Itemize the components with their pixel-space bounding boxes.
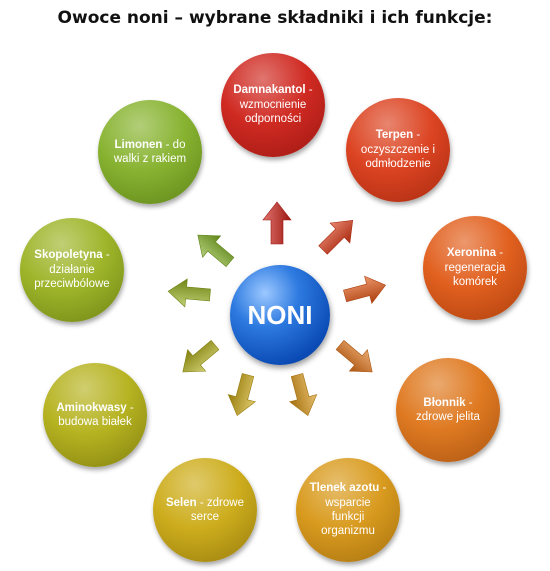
arrow-shape — [318, 219, 354, 255]
node-separator: - — [413, 129, 421, 142]
node-damnakantol: Damnakantol - wzmocnienie odporności — [221, 53, 325, 157]
arrow-to-tlenek-azotu — [289, 373, 318, 417]
arrow-to-damnakantol — [262, 201, 292, 245]
node-name: Terpen — [375, 129, 414, 142]
node-name: Limonen — [114, 138, 163, 151]
arrow-shape — [227, 373, 256, 417]
node-separator: - — [496, 247, 504, 260]
node-name: Tlenek azotu — [309, 482, 380, 495]
node-text: Xeronina - regeneracja komórek — [434, 246, 515, 289]
node-desc: działanie przeciwbólowe — [34, 263, 110, 291]
node-text: Błonnik - zdrowe jelita — [407, 396, 488, 425]
arrow-to-limonen — [197, 234, 235, 268]
node-separator: - — [465, 396, 473, 409]
arrow-shape — [182, 339, 220, 373]
node-separator: - — [162, 138, 173, 151]
node-text: Limonen - do walki z rakiem — [109, 138, 190, 167]
node-name: Błonnik — [423, 396, 466, 409]
node-terpen: Terpen - oczyszczenie i odmłodzenie — [346, 98, 450, 202]
node-tlenek-azotu: Tlenek azotu - wsparcie funkcji organizm… — [296, 458, 400, 562]
node-separator: - — [305, 84, 313, 97]
page-title: Owoce noni – wybrane składniki i ich fun… — [57, 8, 493, 28]
node-desc: wzmocnienie odporności — [239, 98, 307, 126]
arrow-shape — [335, 339, 373, 373]
node-desc: regeneracja komórek — [444, 261, 506, 289]
node-name: Aminokwasy — [56, 401, 127, 414]
arrow-shape — [343, 275, 387, 304]
node-text: Skopoletyna - działanie przeciwbólowe — [31, 248, 112, 291]
node-limonen: Limonen - do walki z rakiem — [98, 100, 202, 204]
arrow-to-blonnik — [335, 339, 373, 373]
node-separator: - — [126, 401, 134, 414]
arrow-to-terpen — [318, 219, 354, 255]
node-aminokwasy: Aminokwasy - budowa białek — [43, 363, 147, 467]
node-selen: Selen - zdrowe serce — [153, 458, 257, 562]
center-label: NONI — [247, 299, 313, 330]
node-text: Terpen - oczyszczenie i odmłodzenie — [357, 128, 438, 171]
node-blonnik: Błonnik - zdrowe jelita — [396, 358, 500, 462]
arrow-shape — [289, 373, 318, 417]
node-text: Selen - zdrowe serce — [164, 496, 245, 525]
arrow-to-aminokwasy — [182, 339, 220, 373]
node-text: Aminokwasy - budowa białek — [54, 401, 135, 430]
node-desc: oczyszczenie i odmłodzenie — [360, 143, 436, 171]
node-desc: budowa białek — [58, 416, 132, 428]
node-desc: do walki z rakiem — [113, 138, 187, 165]
node-name: Skopoletyna — [34, 249, 103, 262]
node-separator: - — [102, 249, 110, 262]
node-name: Selen — [165, 496, 197, 509]
arrow-to-skopoletyna — [167, 278, 211, 308]
node-name: Xeronina — [446, 247, 497, 260]
node-text: Tlenek azotu - wsparcie funkcji organizm… — [307, 481, 388, 539]
arrow-to-xeronina — [343, 275, 387, 304]
node-xeronina: Xeronina - regeneracja komórek — [423, 216, 527, 320]
arrow-shape — [167, 278, 211, 308]
center-node-noni: NONI — [230, 265, 330, 365]
node-separator: - — [379, 482, 387, 495]
arrow-to-selen — [227, 373, 256, 417]
node-desc: zdrowe jelita — [416, 411, 480, 423]
node-name: Damnakantol — [233, 84, 306, 97]
node-desc: zdrowe serce — [190, 496, 244, 523]
node-separator: - — [196, 496, 207, 509]
arrow-shape — [197, 234, 235, 268]
node-desc: wsparcie funkcji organizmu — [321, 496, 375, 538]
node-skopoletyna: Skopoletyna - działanie przeciwbólowe — [20, 218, 124, 322]
node-text: Damnakantol - wzmocnienie odporności — [232, 83, 313, 126]
arrow-shape — [262, 201, 292, 245]
